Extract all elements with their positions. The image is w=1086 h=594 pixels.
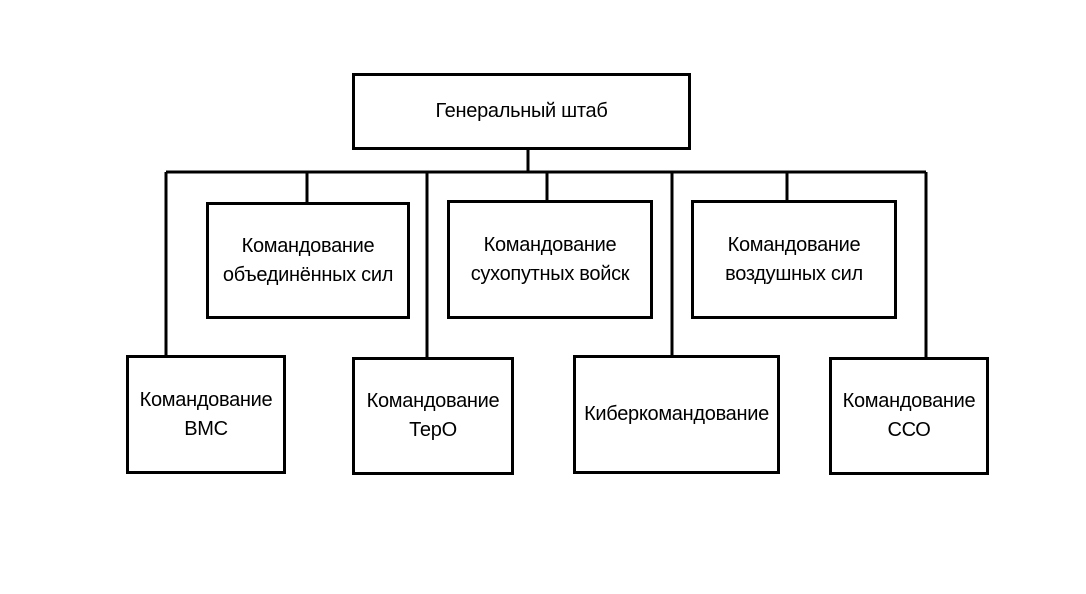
cyber-command-box: Киберкомандование — [573, 355, 780, 474]
territorial-defense-command-box: Командование ТерО — [352, 357, 514, 475]
navy-command-label: Командование ВМС — [139, 388, 273, 440]
joint-forces-command-label: Командование объединённых сил — [222, 234, 394, 286]
general-staff-label: Генеральный штаб — [435, 100, 608, 122]
land-forces-command-label: Командование сухопутных войск — [470, 233, 630, 285]
cyber-command-label: Киберкомандование — [584, 403, 769, 425]
special-operations-command-label: Командование ССО — [842, 390, 976, 441]
general-staff-box: Генеральный штаб — [352, 73, 691, 150]
special-operations-command-box: Командование ССО — [829, 357, 989, 475]
air-force-command-box: Командование воздушных сил — [691, 200, 897, 319]
joint-forces-command-box: Командование объединённых сил — [206, 202, 410, 319]
land-forces-command-box: Командование сухопутных войск — [447, 200, 653, 319]
air-force-command-label: Командование воздушных сил — [725, 233, 863, 285]
navy-command-box: Командование ВМС — [126, 355, 286, 474]
territorial-defense-command-label: Командование ТерО — [366, 390, 500, 441]
